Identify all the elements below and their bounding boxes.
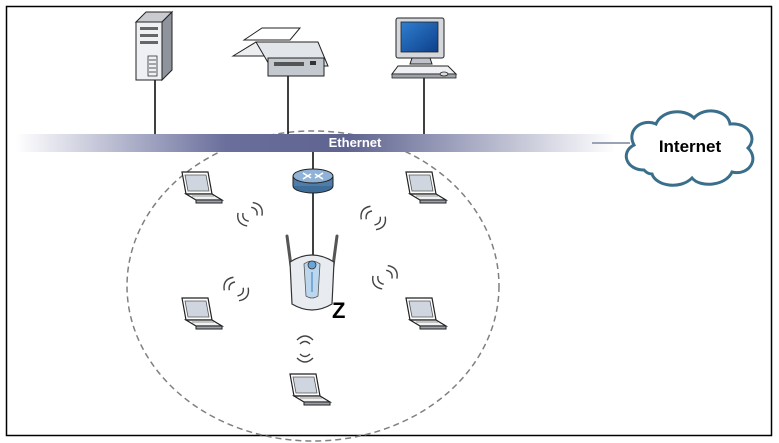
laptop-icon bbox=[181, 297, 223, 330]
laptop-icon bbox=[405, 171, 447, 204]
router-icon bbox=[292, 168, 334, 194]
internet-cloud-icon bbox=[624, 109, 755, 187]
ethernet-label: Ethernet bbox=[329, 135, 382, 150]
access-point-label: Z bbox=[332, 298, 345, 323]
wireless-coverage-ring bbox=[126, 130, 500, 442]
internet-label: Internet bbox=[659, 137, 722, 156]
desktop-computer-icon bbox=[391, 17, 458, 79]
wireless-signal-icon bbox=[369, 262, 401, 292]
wireless-signal-icon bbox=[220, 274, 253, 304]
printer-icon bbox=[231, 27, 329, 77]
laptop-icon bbox=[181, 171, 223, 204]
diagram-border bbox=[5, 5, 773, 437]
laptop-icon bbox=[289, 373, 331, 406]
ethernet-backbone bbox=[16, 134, 616, 152]
server-icon bbox=[134, 10, 174, 82]
wireless-signal-icon bbox=[234, 199, 266, 229]
access-point-icon bbox=[285, 234, 339, 311]
laptop-icon bbox=[405, 297, 447, 330]
wireless-signal-icon bbox=[357, 203, 390, 233]
wireless-signal-icon bbox=[296, 335, 314, 363]
